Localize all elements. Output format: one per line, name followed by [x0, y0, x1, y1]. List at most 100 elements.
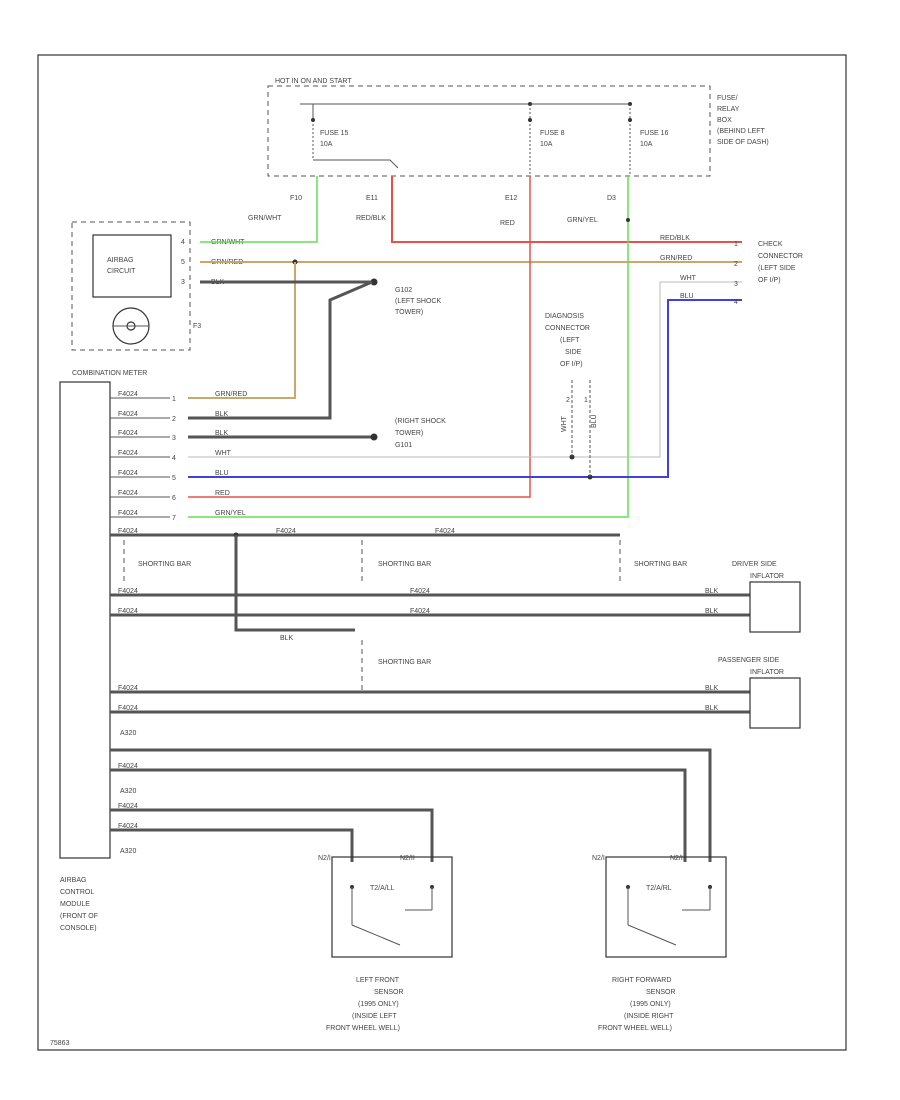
check-label-2: (LEFT SIDE [758, 265, 796, 272]
right-sensor-label-4: FRONT WHEEL WELL) [598, 1025, 672, 1032]
pin-d3: D3 [607, 195, 616, 202]
fuse-relay-box: HOT IN ON AND START FUSE 15 10A FUSE 8 1… [248, 78, 769, 227]
fuse-box-label-1: RELAY [717, 106, 740, 113]
loop-wire [234, 535, 355, 632]
bus-wire-label-2: F4024 [435, 528, 455, 535]
meter-row-6-pin: 6 [172, 495, 176, 502]
meter-row-4-tag: F4024 [118, 450, 138, 457]
passenger-wire-blk-1: BLK [705, 685, 719, 692]
right-sensor-label-0: RIGHT FORWARD [612, 977, 671, 984]
wire-red-blk [391, 176, 742, 243]
airbag-pin-3: 3 [181, 279, 185, 286]
driver-wire-tag-4: F4024 [410, 608, 430, 615]
diag-label-2: (LEFT [560, 337, 580, 344]
left-sensor-box [331, 856, 453, 958]
fuse-8-rating: 10A [540, 141, 553, 148]
right-sensor-inner: T2/A/RL [646, 885, 672, 892]
module-label-0: AIRBAG [60, 877, 86, 884]
passenger-wire-tag-2: F4024 [118, 705, 138, 712]
diag-pin-1: 1 [584, 397, 588, 404]
meter-row-2-tag: F4024 [118, 411, 138, 418]
passenger-wire-blk-2: BLK [705, 705, 719, 712]
wire-red-blk-label: RED/BLK [356, 215, 386, 222]
right-sensor-label-2: (1995 ONLY) [630, 1001, 671, 1008]
diag-label-0: DIAGNOSIS [545, 313, 584, 320]
right-sensor-wire-2 [110, 768, 687, 862]
driver-inflator-label-1: INFLATOR [750, 573, 784, 580]
airbag-circuit-outline [71, 221, 191, 351]
passenger-wire-tag-1: F4024 [118, 685, 138, 692]
meter-row-6-tag: F4024 [118, 490, 138, 497]
meter-row: F4024 5 BLU [110, 470, 229, 482]
g102-label-0: G102 [395, 287, 412, 294]
passenger-inflator-label-1: INFLATOR [750, 669, 784, 676]
wire-red [188, 176, 531, 498]
sensor-wire-tag-2: F4024 [118, 803, 138, 810]
airbag-connector-f3: F3 [193, 323, 201, 330]
module-label-1: CONTROL [60, 889, 94, 896]
fuse-15-rating: 10A [320, 141, 333, 148]
ground-g101-icon [370, 433, 378, 441]
check-pin-2: 2 [734, 261, 738, 268]
airbag-control-module-body [59, 381, 111, 859]
wire-red-label: RED [500, 220, 515, 227]
check-label-3: OF I/P) [758, 277, 781, 284]
meter-row-3-tag: F4024 [118, 430, 138, 437]
airbag-circuit-label-1: CIRCUIT [107, 268, 136, 275]
meter-row-1-pin: 1 [172, 396, 176, 403]
right-sensor-pin-1: N2/I [592, 855, 605, 862]
left-sensor-switch-icon [351, 924, 401, 946]
fuse-box-label-2: BOX [717, 117, 732, 124]
meter-row-4-pin: 4 [172, 455, 176, 462]
shorting-bar-label-3a: SHORTING BAR [634, 561, 687, 568]
g101-label-0: (RIGHT SHOCK [395, 418, 446, 425]
diagram-frame [37, 54, 847, 1051]
module-label-3: (FRONT OF [60, 913, 98, 920]
module-pin-1: A320 [120, 788, 136, 795]
meter-row-1-wire: GRN/RED [215, 391, 247, 398]
wire-grn-red-meter [188, 262, 296, 399]
fuse-box-outline [267, 85, 711, 177]
bus-wire-label-0: F4024 [118, 528, 138, 535]
right-sensor-label-1: SENSOR [646, 989, 676, 996]
diag-label-4: OF I/P) [560, 361, 583, 368]
right-sensor-wire-1 [110, 748, 712, 862]
passenger-inflator-box [749, 677, 801, 729]
check-wire-0: RED/BLK [660, 235, 690, 242]
check-pin-4: 4 [734, 299, 738, 306]
right-sensor-pin-2: N2/II [670, 855, 685, 862]
fuse-16-name: FUSE 16 [640, 130, 669, 137]
shorting-bar-label-4a: SHORTING BAR [378, 659, 431, 666]
meter-row-2-wire: BLK [215, 411, 229, 418]
fuse-16-rating: 10A [640, 141, 653, 148]
left-sensor-label-1: SENSOR [374, 989, 404, 996]
driver-wire-tag-2: F4024 [118, 608, 138, 615]
figure-id: 75863 [50, 1040, 70, 1047]
meter-row-3-pin: 3 [172, 435, 176, 442]
left-sensor-pin-2: N2/II [400, 855, 415, 862]
left-sensor-inner: T2/A/LL [370, 885, 395, 892]
airbag-pin-4: 4 [181, 239, 185, 246]
left-sensor-label-2: (1995 ONLY) [358, 1001, 399, 1008]
module-label-4: CONSOLE) [60, 925, 97, 932]
airbag-circuit: AIRBAG CIRCUIT F3 4 5 3 GRN/WHT GRN/RED … [71, 221, 245, 351]
diag-wire-wht: WHT [561, 415, 568, 432]
meter-row: F4024 4 WHT [110, 450, 232, 462]
pin-f10: F10 [290, 195, 302, 202]
meter-row-2-pin: 2 [172, 416, 176, 423]
driver-wire-blk-2: BLK [705, 608, 719, 615]
wire-wht [188, 281, 742, 458]
meter-row: F4024 2 BLK [110, 411, 229, 423]
g102-label-1: (LEFT SHOCK [395, 298, 441, 305]
meter-row-4-wire: WHT [215, 450, 232, 457]
right-sensor-switch-icon [627, 924, 677, 946]
airbag-circuit-label-0: AIRBAG [107, 257, 133, 264]
check-wire-2: WHT [680, 275, 697, 282]
meter-row-7-wire: GRN/YEL [215, 510, 246, 517]
meter-row-6-wire: RED [215, 490, 230, 497]
meter-row-5-pin: 5 [172, 475, 176, 482]
left-sensor-label-3: (INSIDE LEFT [352, 1013, 397, 1020]
meter-row-3-wire: BLK [215, 430, 229, 437]
pin-e11: E11 [366, 195, 378, 202]
